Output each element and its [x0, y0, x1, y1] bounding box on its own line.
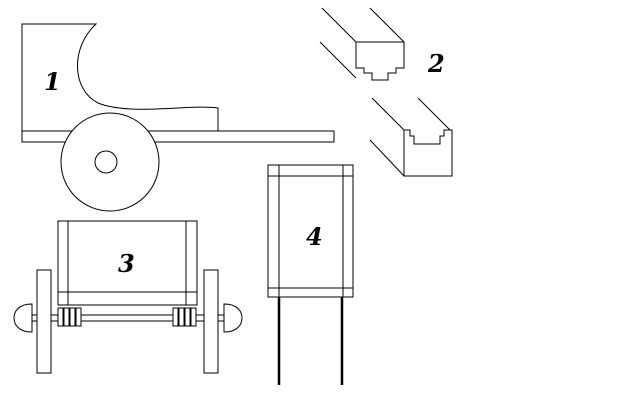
frame-outer — [267, 164, 354, 298]
right-bushing-d — [190, 307, 197, 327]
left-bushing-c — [69, 307, 76, 327]
lower-rail — [369, 97, 453, 177]
cart-axle-beam — [21, 130, 335, 143]
cart-wheel-hub — [94, 150, 118, 174]
right-bushing-b — [178, 307, 185, 327]
part-2-rail-profiles: 2 — [319, 7, 453, 177]
part-label-4: 4 — [306, 222, 323, 251]
part-label-3: 3 — [118, 249, 135, 278]
upper-rail-end-face — [355, 41, 405, 81]
left-hub-cap — [13, 303, 33, 333]
cart-seat-body — [21, 23, 219, 131]
upper-rail — [319, 7, 405, 81]
part-4-frame: 4 — [267, 164, 354, 385]
right-hub-cap — [223, 303, 243, 333]
part-label-2: 2 — [427, 49, 445, 78]
lower-rail-end-face — [403, 129, 453, 177]
right-wheel — [203, 269, 219, 374]
left-bushing-b — [63, 307, 70, 327]
cart-box — [57, 220, 198, 306]
left-bushing-d — [75, 307, 82, 327]
right-bushing-c — [184, 307, 191, 327]
left-bushing-a — [57, 307, 64, 327]
cart-wheel — [60, 112, 160, 212]
part-1-cart-side: 1 — [21, 23, 335, 212]
right-bushing-a — [172, 307, 179, 327]
part-label-1: 1 — [44, 67, 61, 96]
left-wheel — [36, 269, 52, 374]
part-3-cart-front: 3 — [13, 220, 243, 374]
